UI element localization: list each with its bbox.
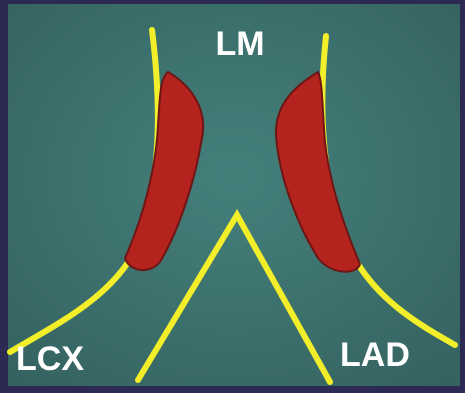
- label-lm: LM: [215, 25, 264, 63]
- label-lad: LAD: [340, 336, 410, 374]
- label-lcx: LCX: [16, 340, 84, 378]
